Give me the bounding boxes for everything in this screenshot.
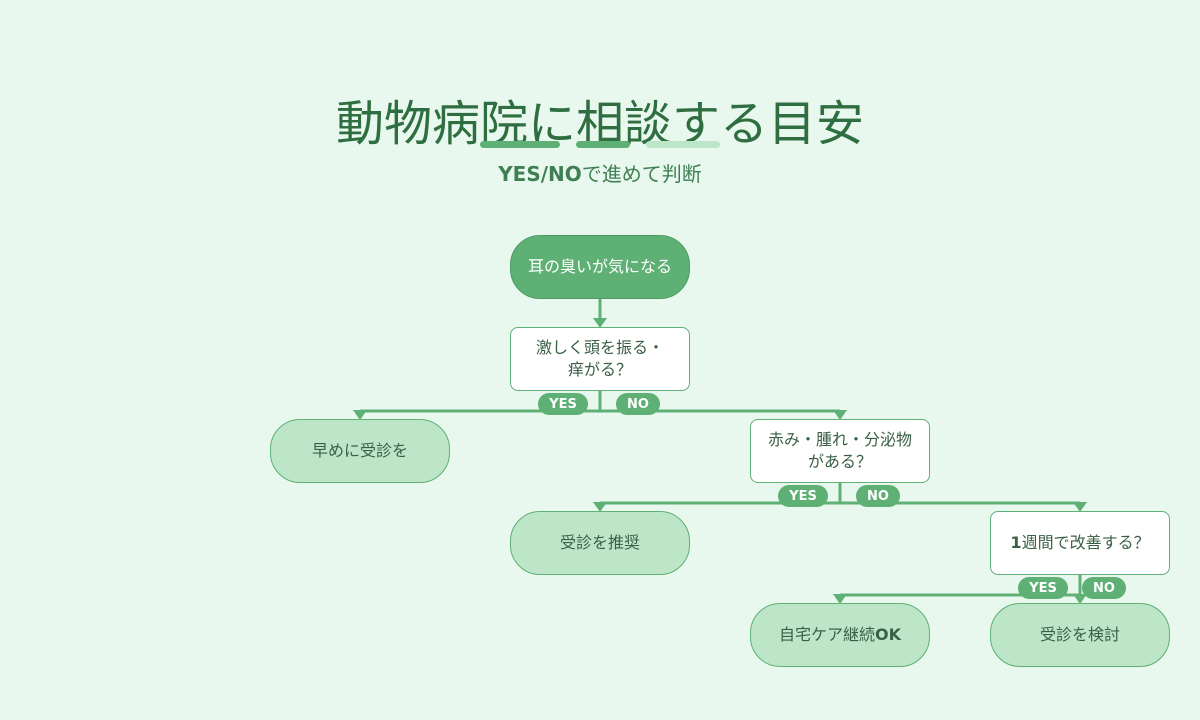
question-text: 赤み・腫れ・分泌物がある？ <box>767 430 912 471</box>
subtitle-rest: で進めて判断 <box>581 162 702 186</box>
arrowhead-q1 <box>593 318 607 328</box>
arrowhead-q3 <box>1073 502 1087 512</box>
arrowhead-t3 <box>833 594 847 604</box>
terminal-text-rest: 自宅ケア継続 <box>778 625 875 644</box>
terminal-text: 受診を検討 <box>1039 625 1120 644</box>
yes-label-q3: YES <box>1018 577 1068 599</box>
start-node-text: 耳の臭いが気になる <box>527 257 672 276</box>
start-node: 耳の臭いが気になる <box>510 235 690 299</box>
question-text: 1週間で改善する？ <box>1010 532 1149 554</box>
arrowhead-t4 <box>1073 594 1087 604</box>
terminal-text: 受診を推奨 <box>559 533 640 552</box>
question-text-rest: 週間で改善する？ <box>1021 533 1150 552</box>
terminal-home-care-ok: 自宅ケア継続OK <box>750 603 930 667</box>
question-node-one-week: 1週間で改善する？ <box>990 511 1170 575</box>
question-node-redness: 赤み・腫れ・分泌物がある？ <box>750 419 930 483</box>
question-text-bold: 1 <box>1010 533 1022 552</box>
terminal-text: 自宅ケア継続OK <box>779 624 901 646</box>
terminal-early-visit: 早めに受診を <box>270 419 450 483</box>
arrowhead-t1 <box>353 410 367 420</box>
terminal-recommend-visit: 受診を推奨 <box>510 511 690 575</box>
terminal-text-bold: OK <box>875 625 901 644</box>
subtitle: YES/NOで進めて判断 <box>0 158 1200 187</box>
title-underline-2 <box>576 141 630 148</box>
question-node-head-shaking: 激しく頭を振る・痒がる？ <box>510 327 690 391</box>
subtitle-bold: YES/NO <box>498 162 582 186</box>
title-underline-3 <box>646 141 720 148</box>
no-label-q2: NO <box>856 485 900 507</box>
terminal-text: 早めに受診を <box>311 441 408 460</box>
yes-label-q1: YES <box>538 393 588 415</box>
terminal-consider-visit: 受診を検討 <box>990 603 1170 667</box>
arrowhead-t2 <box>593 502 607 512</box>
arrowhead-q2 <box>833 410 847 420</box>
no-label-q3: NO <box>1082 577 1126 599</box>
yes-label-q2: YES <box>778 485 828 507</box>
title-underline-1 <box>480 141 560 148</box>
question-text: 激しく頭を振る・痒がる？ <box>535 338 664 379</box>
no-label-q1: NO <box>616 393 660 415</box>
